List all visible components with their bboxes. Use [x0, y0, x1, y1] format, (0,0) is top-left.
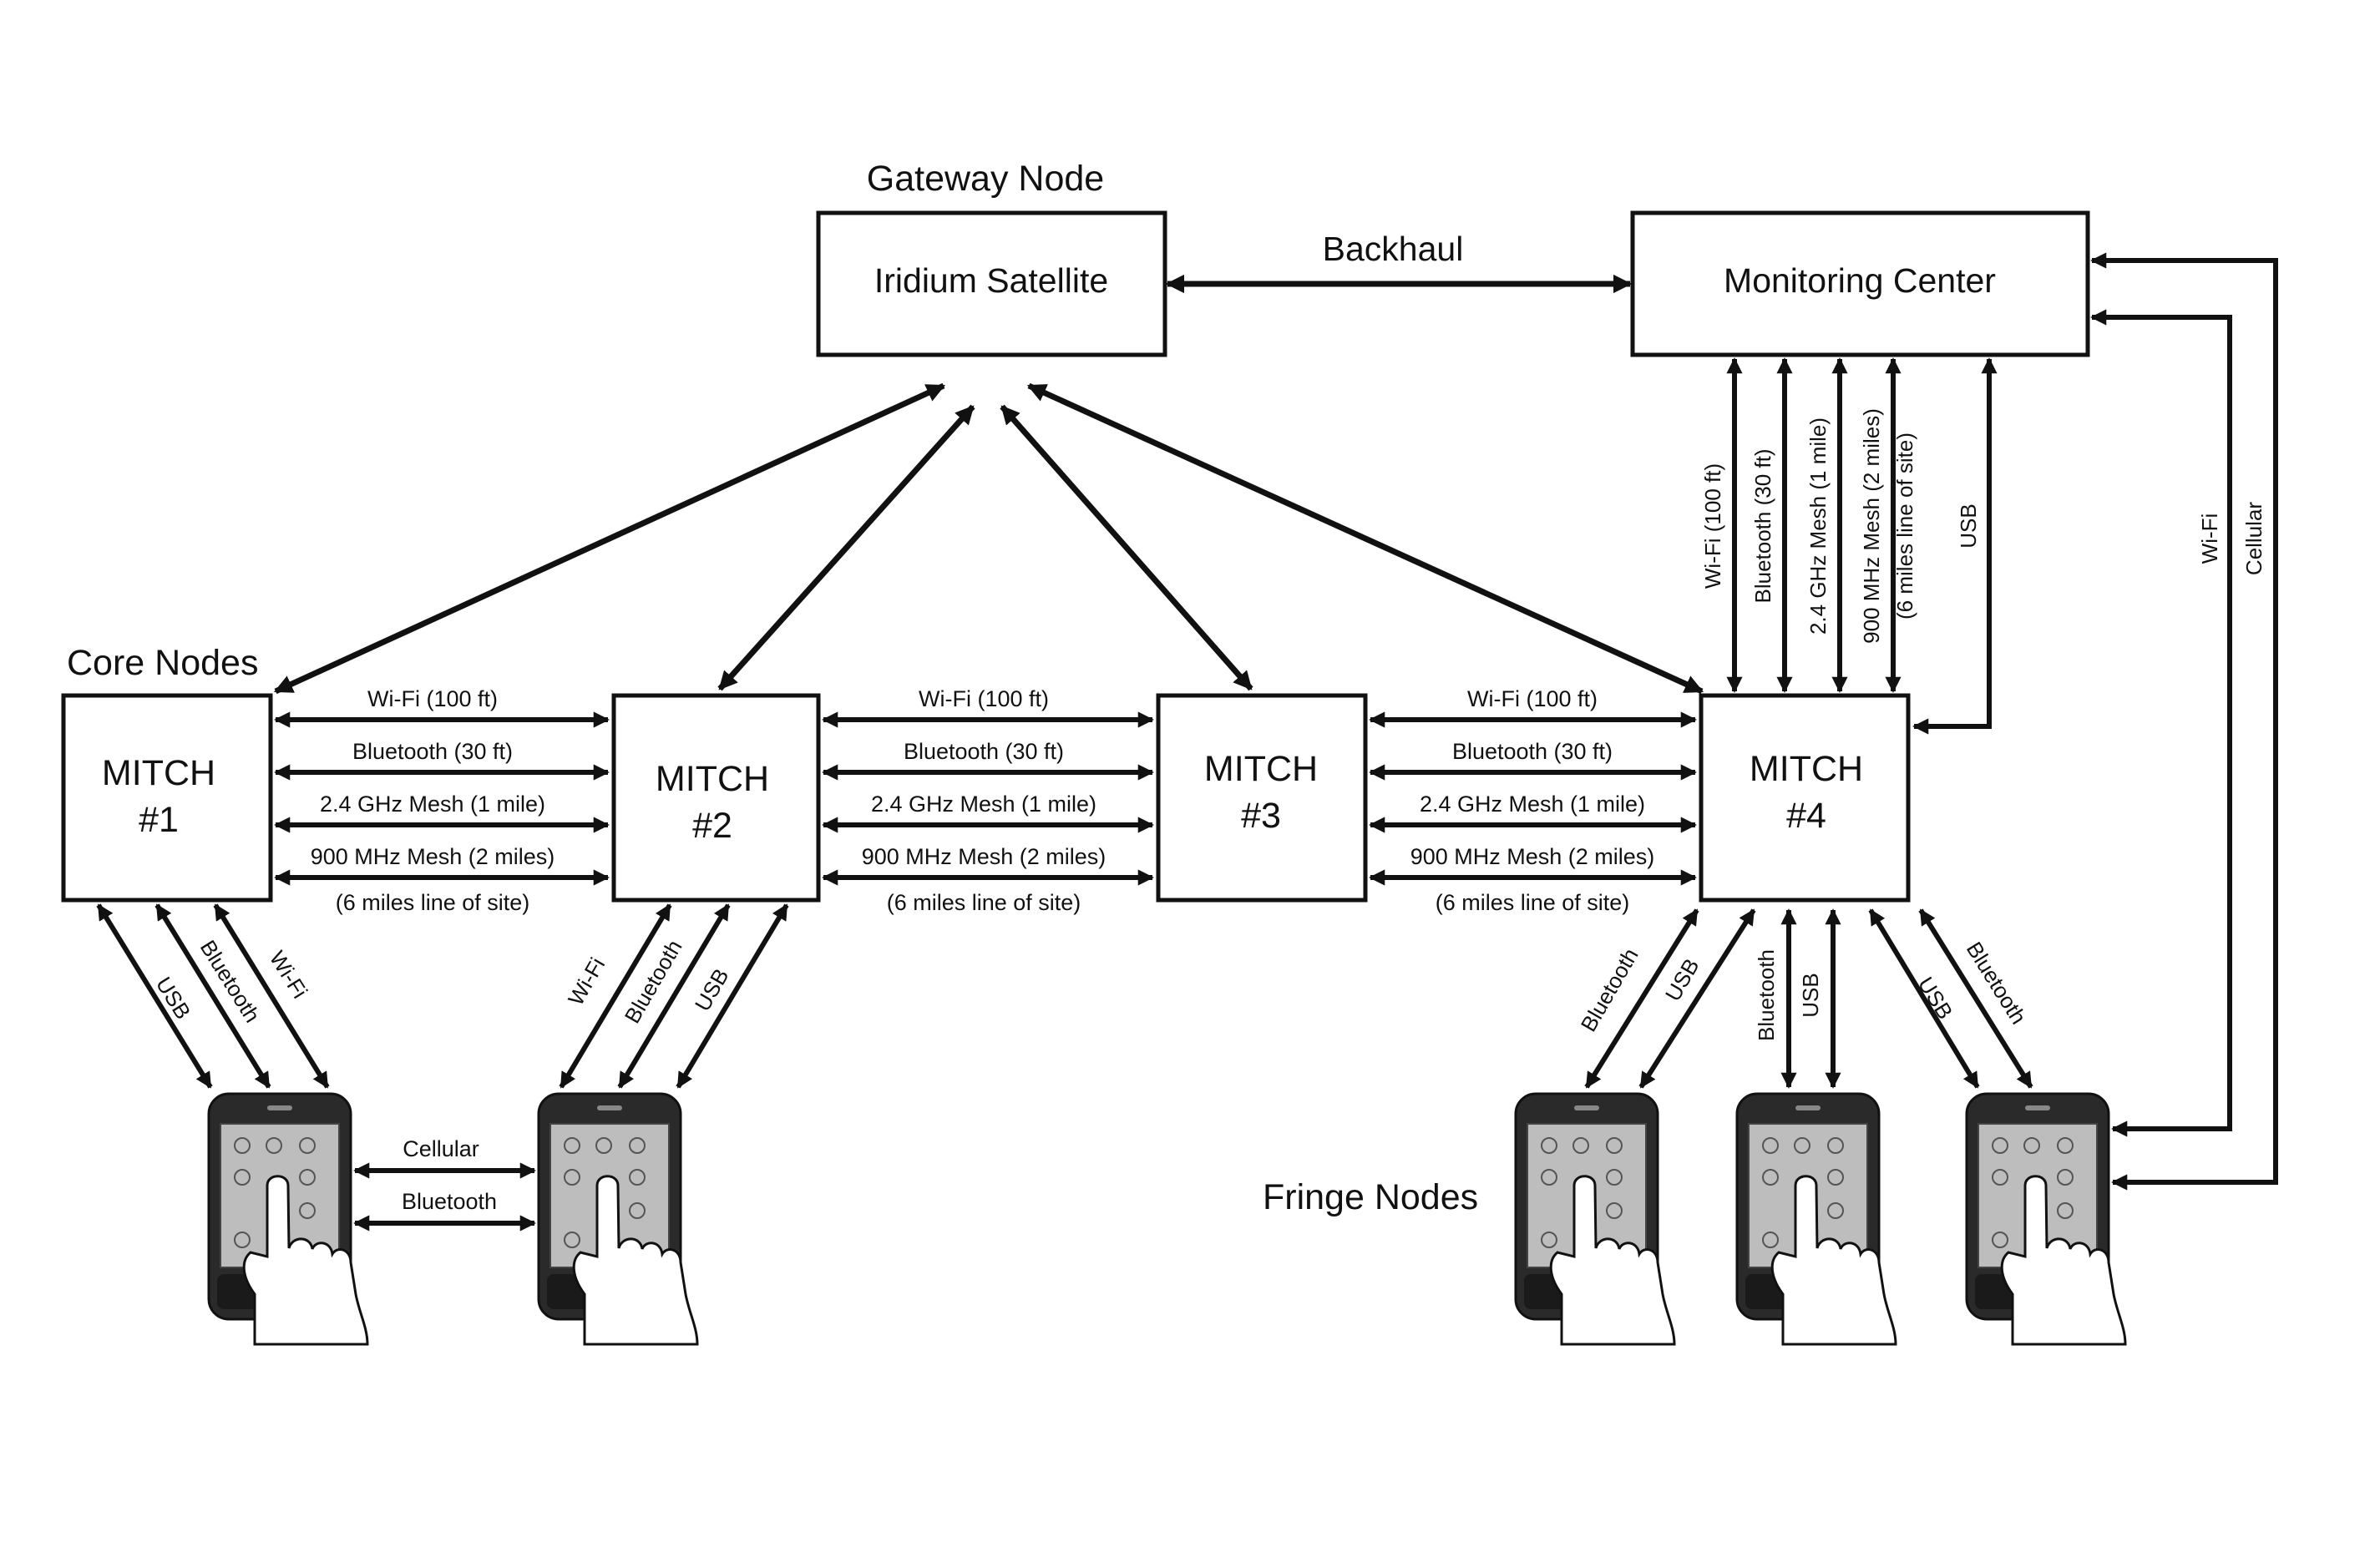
mitch1-mitch2-links: Wi-Fi (100 ft) Bluetooth (30 ft) 2.4 GHz…	[276, 686, 608, 915]
svg-text:900 MHz Mesh (2 miles): 900 MHz Mesh (2 miles)	[311, 844, 555, 869]
fringe-phone-3	[1967, 1094, 2125, 1344]
fringe-nodes-label: Fringe Nodes	[1263, 1177, 1478, 1217]
mitch4-fringe1-links: Bluetooth USB	[1576, 910, 1754, 1087]
mitch4-fringe3-links: USB Bluetooth	[1871, 910, 2031, 1087]
mitch3-title: MITCH	[1204, 749, 1318, 789]
monitoring-center-label: Monitoring Center	[1724, 261, 1996, 300]
iridium-satellite-label: Iridium Satellite	[874, 261, 1108, 300]
monitor-mitch4-links: Wi-Fi (100 ft) Bluetooth (30 ft) 2.4 GHz…	[1700, 359, 1989, 726]
fringe-phone-1	[1516, 1094, 1674, 1344]
backhaul-label: Backhaul	[1323, 230, 1464, 268]
mitch2-number: #2	[692, 806, 732, 846]
svg-text:USB: USB	[1913, 973, 1958, 1024]
svg-text:Bluetooth (30 ft): Bluetooth (30 ft)	[904, 739, 1064, 764]
satellite-mitch1-arrow	[276, 386, 944, 691]
svg-text:2.4 GHz Mesh (1 mile): 2.4 GHz Mesh (1 mile)	[1420, 792, 1645, 817]
phone-to-phone-links: Cellular Bluetooth	[355, 1136, 534, 1223]
svg-text:900 MHz Mesh (2 miles): 900 MHz Mesh (2 miles)	[862, 844, 1107, 869]
svg-text:Wi-Fi (100 ft): Wi-Fi (100 ft)	[1700, 463, 1725, 589]
satellite-mitch3-arrow	[1002, 407, 1251, 689]
svg-text:Bluetooth: Bluetooth	[620, 935, 687, 1027]
mitch4-fringe2-links: Bluetooth USB	[1754, 910, 1833, 1087]
svg-text:(6 miles line of site): (6 miles line of site)	[1892, 432, 1917, 620]
mitch1-phone-links: USB Bluetooth Wi-Fi	[99, 905, 327, 1087]
svg-text:Bluetooth (30 ft): Bluetooth (30 ft)	[1750, 449, 1775, 604]
mitch3-number: #3	[1241, 796, 1281, 836]
svg-text:Wi-Fi (100 ft): Wi-Fi (100 ft)	[367, 686, 498, 711]
svg-text:2.4 GHz Mesh (1 mile): 2.4 GHz Mesh (1 mile)	[1805, 417, 1831, 635]
core-phone-1	[209, 1094, 367, 1344]
svg-text:Bluetooth: Bluetooth	[402, 1189, 497, 1214]
gateway-node-label: Gateway Node	[867, 159, 1104, 199]
mitch2-mitch3-links: Wi-Fi (100 ft) Bluetooth (30 ft) 2.4 GHz…	[823, 686, 1152, 915]
svg-text:Wi-Fi (100 ft): Wi-Fi (100 ft)	[919, 686, 1049, 711]
svg-text:900 MHz Mesh (2 miles): 900 MHz Mesh (2 miles)	[1859, 408, 1884, 644]
svg-text:USB: USB	[1956, 503, 1981, 548]
fringe-monitor-links: Wi-Fi Cellular	[2092, 260, 2276, 1182]
mitch1-box	[63, 695, 271, 900]
mitch2-phone-links: Wi-Fi Bluetooth USB	[561, 905, 787, 1087]
svg-text:Bluetooth: Bluetooth	[1576, 943, 1643, 1035]
svg-text:(6 miles line of site): (6 miles line of site)	[1436, 890, 1630, 915]
mitch3-mitch4-links: Wi-Fi (100 ft) Bluetooth (30 ft) 2.4 GHz…	[1370, 686, 1695, 915]
mitch4-title: MITCH	[1750, 749, 1863, 789]
svg-text:Bluetooth (30 ft): Bluetooth (30 ft)	[352, 739, 513, 764]
svg-text:Wi-Fi: Wi-Fi	[563, 953, 610, 1010]
svg-text:Cellular: Cellular	[2241, 502, 2266, 575]
svg-text:Wi-Fi (100 ft): Wi-Fi (100 ft)	[1467, 686, 1598, 711]
svg-text:Wi-Fi: Wi-Fi	[2197, 513, 2222, 564]
svg-text:(6 miles line of site): (6 miles line of site)	[336, 890, 530, 915]
svg-text:Cellular: Cellular	[403, 1136, 479, 1161]
svg-text:Bluetooth: Bluetooth	[1754, 949, 1779, 1041]
mitch1-number: #1	[139, 800, 179, 840]
svg-text:2.4 GHz Mesh (1 mile): 2.4 GHz Mesh (1 mile)	[320, 792, 545, 817]
satellite-mitch2-arrow	[720, 407, 973, 689]
satellite-mitch4-arrow	[1029, 386, 1702, 691]
svg-text:2.4 GHz Mesh (1 mile): 2.4 GHz Mesh (1 mile)	[871, 792, 1096, 817]
mitch1-title: MITCH	[102, 753, 215, 793]
fringe-phone-2	[1737, 1094, 1896, 1344]
mitch2-title: MITCH	[656, 759, 769, 799]
mitch4-number: #4	[1786, 796, 1826, 836]
svg-text:900 MHz Mesh (2 miles): 900 MHz Mesh (2 miles)	[1410, 844, 1655, 869]
svg-text:(6 miles line of site): (6 miles line of site)	[887, 890, 1081, 915]
svg-text:Bluetooth: Bluetooth	[1962, 938, 2032, 1029]
svg-text:USB: USB	[1798, 973, 1823, 1017]
svg-text:Bluetooth (30 ft): Bluetooth (30 ft)	[1452, 739, 1613, 764]
core-nodes-label: Core Nodes	[67, 643, 258, 683]
core-phone-2	[539, 1094, 697, 1344]
